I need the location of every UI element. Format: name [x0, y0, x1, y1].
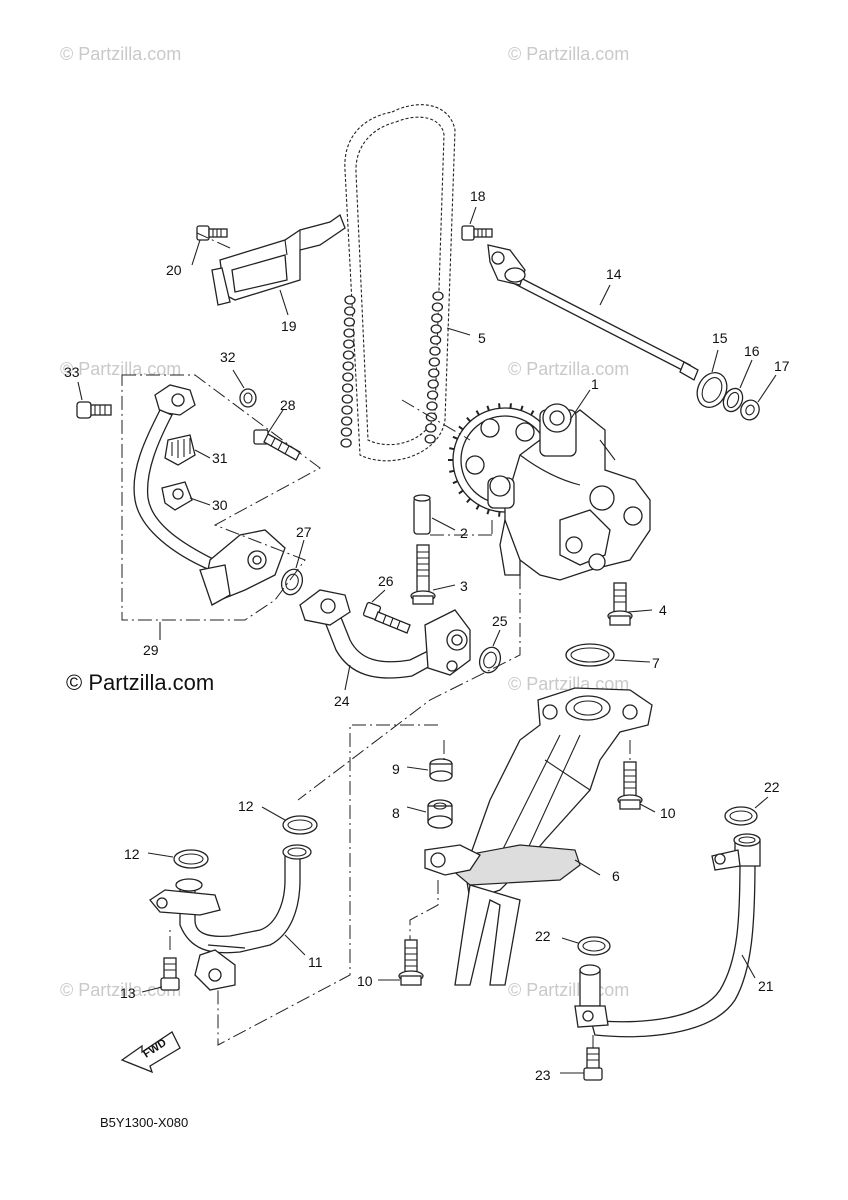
forward-direction-arrow: FWD	[120, 1031, 181, 1074]
callout-31: 31	[212, 450, 228, 466]
callout-1: 1	[591, 376, 599, 392]
o-ring-12-lower[interactable]	[173, 849, 209, 869]
clamp-30[interactable]	[161, 481, 193, 511]
callout-11: 11	[308, 954, 323, 970]
leader-lines	[77, 206, 777, 1074]
callout-20: 20	[166, 262, 182, 278]
bolt-23[interactable]	[583, 1047, 603, 1081]
bracket-19[interactable]	[211, 213, 346, 306]
callout-2: 2	[460, 525, 468, 541]
bolt-28[interactable]	[253, 429, 301, 461]
callout-labels: 1 2 3 4 5 6 7 8 9 10 10 11 12 12 13 14 1…	[64, 188, 790, 1083]
grommet-9[interactable]	[429, 758, 453, 782]
o-ring-7[interactable]	[565, 643, 615, 667]
callout-5: 5	[478, 330, 486, 346]
o-ring-25[interactable]	[476, 644, 504, 675]
callout-32: 32	[220, 349, 236, 365]
oil-delivery-pipe-14[interactable]	[487, 244, 699, 381]
callout-22-upper: 22	[764, 779, 780, 795]
oil-pump-assembly[interactable]	[448, 403, 651, 581]
callout-29: 29	[143, 642, 159, 658]
watermark: © Partzilla.com	[508, 980, 629, 1000]
callout-26: 26	[378, 573, 394, 589]
callout-4: 4	[659, 602, 667, 618]
callout-10-upper: 10	[660, 805, 676, 821]
diagram-code: B5Y1300-X080	[100, 1115, 188, 1130]
collar-8[interactable]	[427, 799, 453, 829]
bolt-3[interactable]	[410, 544, 436, 605]
o-ring-27[interactable]	[278, 566, 306, 597]
callout-13: 13	[120, 985, 136, 1001]
bolt-26[interactable]	[362, 601, 411, 634]
bolt-18[interactable]	[461, 225, 493, 241]
o-ring-22-lower[interactable]	[577, 936, 611, 956]
callout-12-upper: 12	[238, 798, 254, 814]
callout-33: 33	[64, 364, 80, 380]
partzilla-watermark: © Partzilla.com	[66, 670, 214, 695]
callout-25: 25	[492, 613, 508, 629]
washer-17[interactable]	[738, 397, 763, 423]
callout-19: 19	[281, 318, 297, 334]
oil-pipe-11[interactable]	[149, 844, 312, 991]
o-ring-16[interactable]	[720, 385, 746, 414]
reference-lines	[121, 232, 631, 1048]
watermark: © Partzilla.com	[60, 980, 181, 1000]
drive-chain[interactable]	[340, 104, 456, 462]
callout-23: 23	[535, 1067, 551, 1083]
callout-8: 8	[392, 805, 400, 821]
callout-10-lower: 10	[357, 973, 373, 989]
dowel-pin[interactable]	[413, 494, 431, 535]
callout-15: 15	[712, 330, 728, 346]
oil-strainer[interactable]	[424, 687, 653, 986]
watermark: © Partzilla.com	[508, 359, 629, 379]
callout-6: 6	[612, 868, 620, 884]
callout-24: 24	[334, 693, 350, 709]
watermark: © Partzilla.com	[508, 44, 629, 64]
callout-27: 27	[296, 524, 312, 540]
watermark: © Partzilla.com	[60, 44, 181, 64]
bolt-10-lower[interactable]	[398, 939, 424, 986]
callout-18: 18	[470, 188, 486, 204]
oil-pipe-assembly-29[interactable]	[133, 384, 286, 606]
callout-3: 3	[460, 578, 468, 594]
bolt-10-upper[interactable]	[617, 761, 643, 810]
gasket-32[interactable]	[239, 388, 257, 408]
callout-14: 14	[606, 266, 622, 282]
callout-7: 7	[652, 655, 660, 671]
bolt-20[interactable]	[196, 225, 228, 241]
callout-30: 30	[212, 497, 228, 513]
callout-28: 28	[280, 397, 296, 413]
bolt-33[interactable]	[76, 401, 112, 419]
callout-9: 9	[392, 761, 400, 777]
oil-pipe-24[interactable]	[299, 589, 471, 679]
callout-21: 21	[758, 978, 774, 994]
grommet-31[interactable]	[164, 434, 196, 466]
callout-22-lower: 22	[535, 928, 551, 944]
oil-pipe-21[interactable]	[574, 833, 761, 1038]
bolt-13[interactable]	[160, 957, 180, 991]
callout-16: 16	[744, 343, 760, 359]
callout-12-lower: 12	[124, 846, 140, 862]
callout-17: 17	[774, 358, 790, 374]
watermark: © Partzilla.com	[60, 359, 181, 379]
o-ring-12-upper[interactable]	[282, 815, 318, 835]
o-ring-22-upper[interactable]	[724, 806, 758, 826]
bolt-4[interactable]	[607, 582, 633, 626]
watermark-group: © Partzilla.com © Partzilla.com © Partzi…	[60, 44, 629, 1000]
